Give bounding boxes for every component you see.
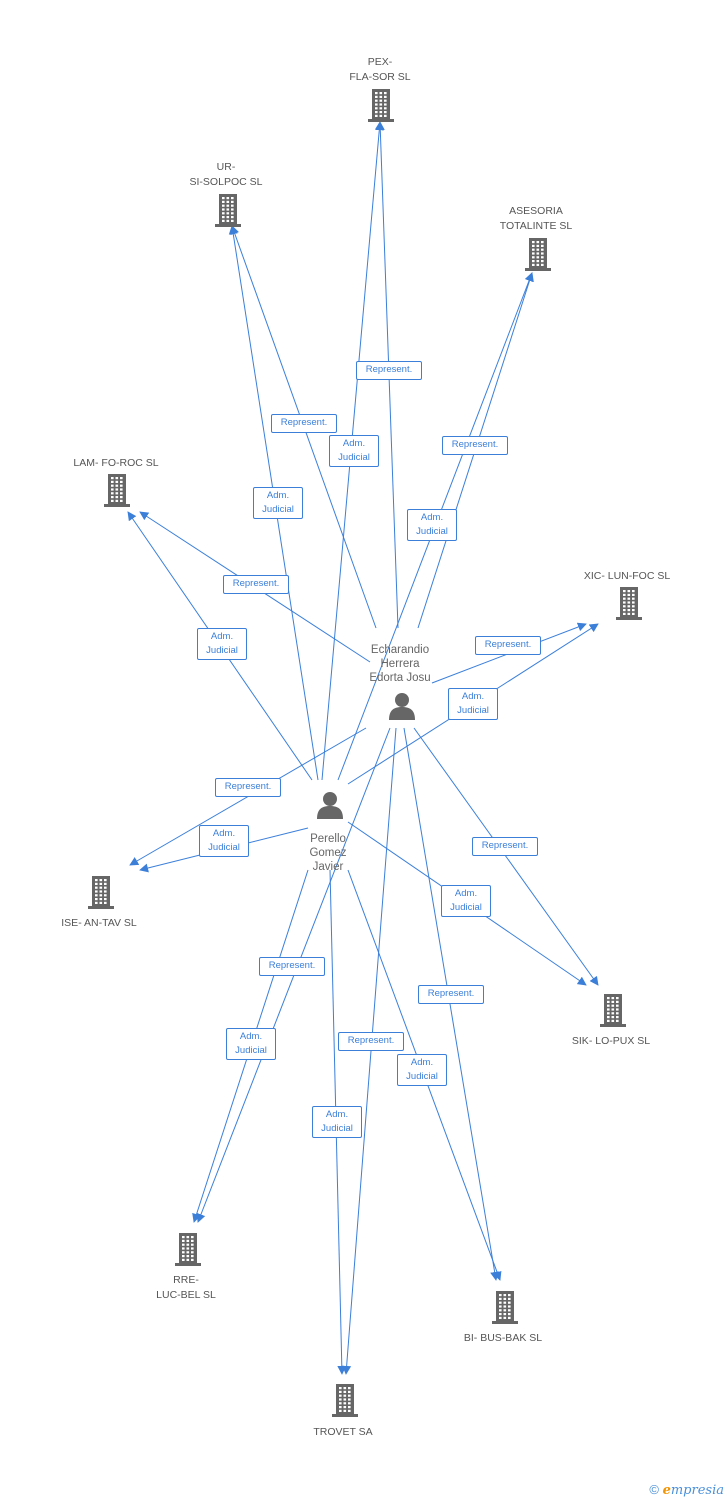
edge-label-echarandio-to-asesoria[interactable]: Adm. Judicial (407, 509, 457, 541)
building-icon (172, 1232, 204, 1271)
edge-label-echarandio-to-lam[interactable]: Represent. (223, 574, 289, 594)
company-name-bi: BI- BUS-BAK SL (463, 1332, 543, 1344)
edge-label-perello-to-sik[interactable]: Adm. Judicial (441, 885, 491, 917)
brand-footer[interactable]: © empresia (649, 1482, 724, 1498)
edge-echarandio-to-bi (403, 727, 500, 1281)
company-name-ise: ISE- AN-TAV SL (61, 917, 137, 929)
edge-label-echarandio-to-bi[interactable]: Represent. (418, 984, 484, 1004)
edge-echarandio-to-trovet (342, 727, 397, 1375)
edge-label-echarandio-to-sik[interactable]: Represent. (472, 836, 538, 856)
person-icon (315, 790, 345, 825)
edge-label-perello-to-bi[interactable]: Adm. Judicial (397, 1054, 447, 1086)
edge-label-echarandio-to-trovet[interactable]: Represent. (338, 1031, 404, 1051)
edge-label-echarandio-to-xic[interactable]: Represent. (475, 635, 541, 655)
building-icon (85, 875, 117, 914)
edge-label-echarandio-to-ur[interactable]: Represent. (271, 413, 337, 433)
person-icon (387, 691, 417, 726)
company-name-pex: PEX- FLA-SOR SL (349, 56, 411, 83)
brand-logo: empresia (662, 1483, 724, 1498)
edge-echarandio-to-sik (413, 727, 599, 986)
building-icon (613, 586, 645, 625)
edge-label-perello-to-asesoria[interactable]: Represent. (442, 435, 508, 455)
company-name-xic: XIC- LUN-FOC SL (583, 570, 671, 582)
building-icon (522, 237, 554, 276)
copyright-symbol: © (649, 1482, 659, 1497)
building-icon (489, 1290, 521, 1329)
edge-label-echarandio-to-ise[interactable]: Represent. (215, 777, 281, 797)
company-name-lam: LAM- FO-ROC SL (73, 457, 159, 469)
edge-label-perello-to-lam[interactable]: Adm. Judicial (197, 628, 247, 660)
building-icon (101, 473, 133, 512)
edge-echarandio-to-ise (129, 727, 367, 866)
building-icon (365, 88, 397, 127)
person-name-perello: Perello Gomez Javier (309, 833, 347, 873)
building-icon (597, 993, 629, 1032)
building-icon (329, 1383, 361, 1422)
edge-label-perello-to-trovet[interactable]: Adm. Judicial (312, 1106, 362, 1138)
company-name-asesoria: ASESORIA TOTALINTE SL (499, 205, 573, 232)
company-name-rre: RRE- LUC-BEL SL (156, 1274, 216, 1301)
person-name-echarandio: Echarandio Herrera Edorta Josu (369, 644, 431, 684)
company-name-trovet: TROVET SA (313, 1426, 373, 1438)
company-name-ur: UR- SI-SOLPOC SL (189, 161, 263, 188)
edge-label-perello-to-xic[interactable]: Adm. Judicial (448, 688, 498, 720)
edge-label-echarandio-to-rre[interactable]: Adm. Judicial (226, 1028, 276, 1060)
edge-label-echarandio-to-pex[interactable]: Represent. (356, 360, 422, 380)
edge-label-perello-to-ise[interactable]: Adm. Judicial (199, 825, 249, 857)
company-name-sik: SIK- LO-PUX SL (571, 1035, 651, 1047)
edge-label-perello-to-pex[interactable]: Adm. Judicial (329, 435, 379, 467)
edge-label-perello-to-rre[interactable]: Represent. (259, 956, 325, 976)
building-icon (212, 193, 244, 232)
edge-label-perello-to-ur[interactable]: Adm. Judicial (253, 487, 303, 519)
